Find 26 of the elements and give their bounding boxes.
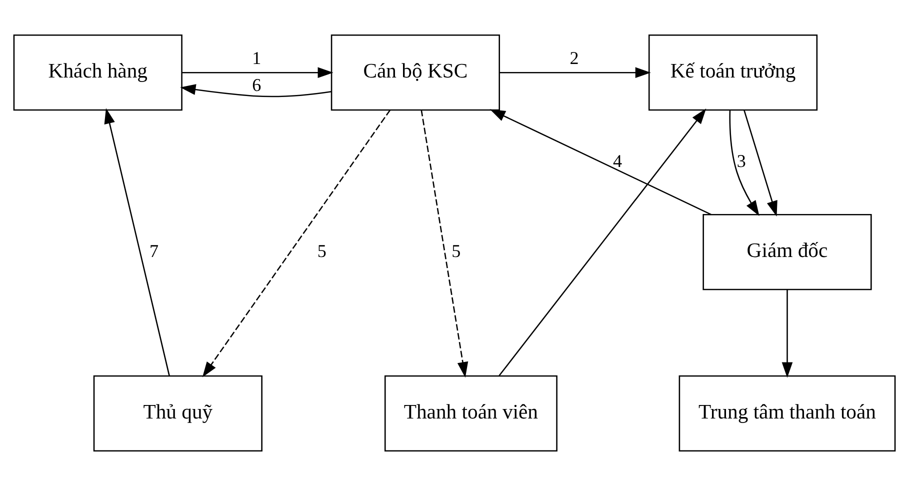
edge-label: 4 [612, 150, 622, 171]
edge-label: 2 [570, 47, 579, 68]
node-box: Trung tâm thanh toán [678, 374, 896, 451]
arrow [182, 66, 334, 78]
arrow [180, 84, 332, 97]
arrow [500, 66, 651, 78]
arrow [420, 109, 468, 378]
edge-label: 5 [452, 240, 461, 260]
arrow [729, 110, 760, 216]
node-box: Giám đốc [702, 213, 872, 290]
arrow [202, 109, 391, 377]
edge-label: 6 [252, 74, 262, 94]
node-box: Khách hàng [13, 34, 182, 110]
node-box: Cán bộ KSC [330, 34, 500, 110]
arrow [744, 109, 778, 216]
node-box: Thủ quỹ [93, 374, 262, 451]
node-box: Kế toán trưởng [648, 34, 818, 110]
arrow [104, 108, 170, 376]
edge-label: 7 [150, 240, 159, 260]
arrow [782, 289, 793, 378]
arrow [490, 108, 712, 215]
edge-label: 3 [736, 150, 746, 171]
edge-label: 1 [252, 47, 262, 68]
edge-label: 5 [317, 240, 326, 260]
node-box: Thanh toán viên [384, 374, 558, 451]
arrow [498, 108, 706, 376]
